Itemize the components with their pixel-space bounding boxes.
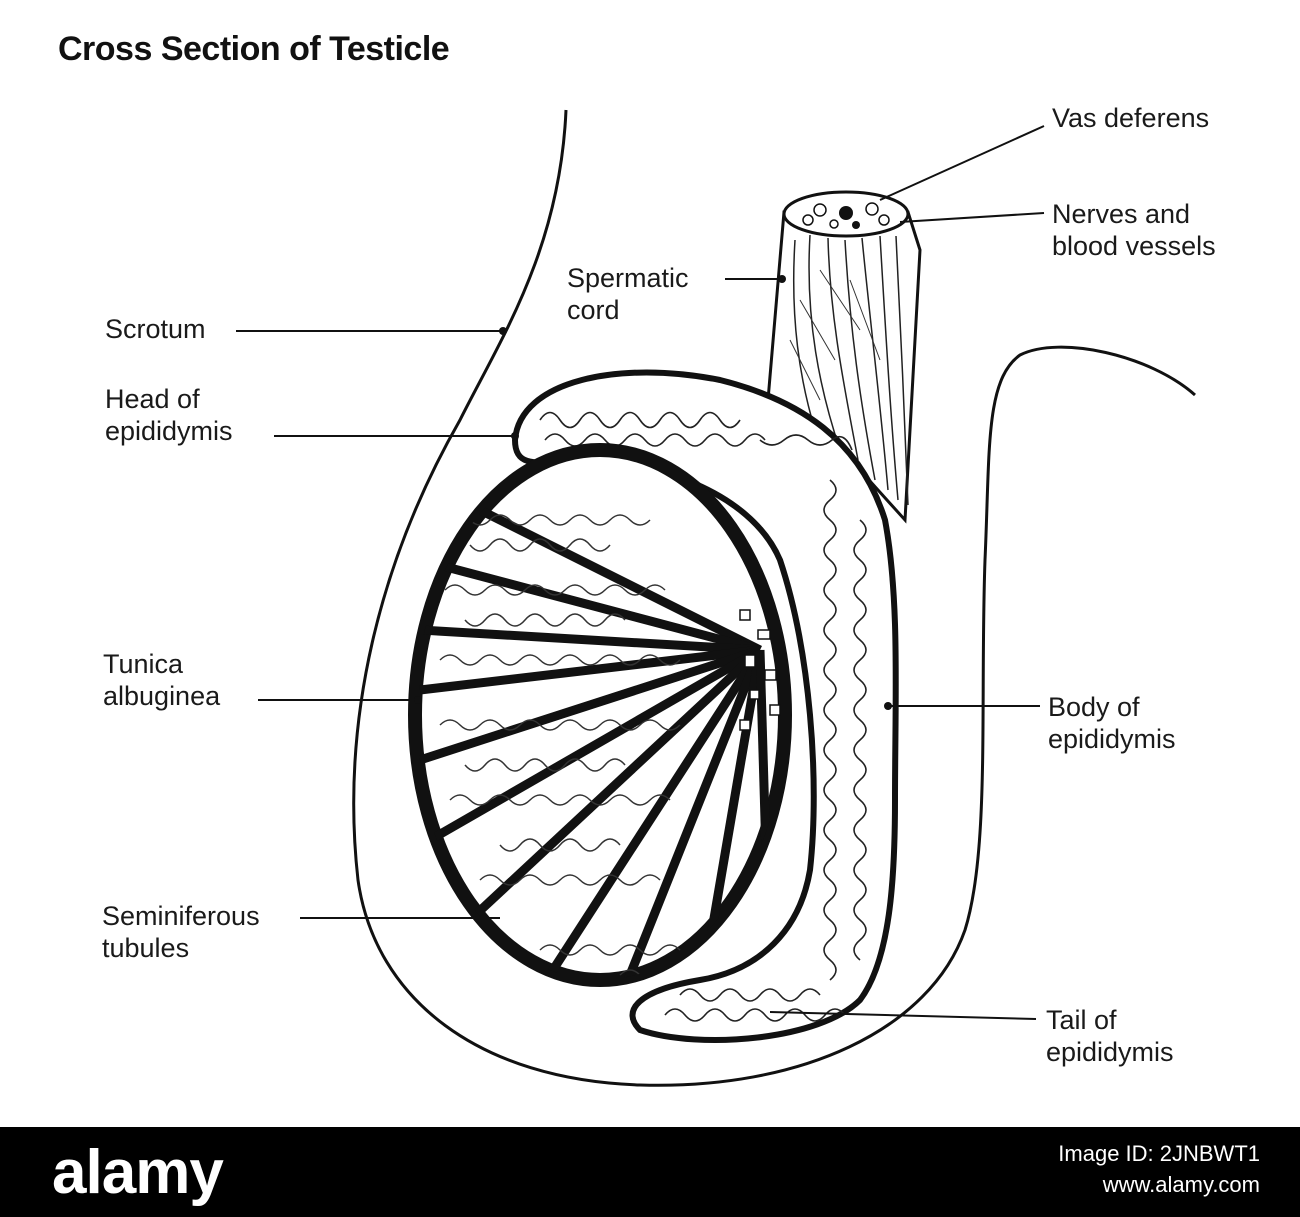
leader-tail [769, 1011, 1037, 1020]
testicle-diagram [236, 109, 1196, 1087]
epididymis [511, 369, 899, 1043]
label-seminiferous-tubules: Seminiferous tubules [102, 901, 260, 963]
epididymis-coils [539, 411, 867, 1022]
leader-lines [236, 125, 1045, 1020]
label-tail-of-epididymis: Tail of epididymis [1046, 1005, 1174, 1067]
watermark-logo: alamy [52, 1138, 224, 1207]
seminiferous-tubules [439, 514, 721, 980]
scrotum-outline [352, 109, 1196, 1087]
image-id: Image ID: 2JNBWT1 [1058, 1141, 1260, 1166]
label-nerves-blood-vessels: Nerves and blood vessels [1052, 199, 1216, 261]
watermark-credit: Image ID: 2JNBWT1 www.alamy.com [1058, 1138, 1260, 1200]
diagram-title: Cross Section of Testicle [58, 30, 450, 68]
label-spermatic-cord: Spermatic cord [567, 263, 689, 325]
label-head-of-epididymis: Head of epididymis [105, 384, 233, 446]
testis [408, 443, 792, 987]
rete-testis [739, 609, 781, 731]
label-tunica-albuginea: Tunica albuginea [103, 649, 221, 711]
label-scrotum: Scrotum [105, 314, 206, 344]
site-url: www.alamy.com [1102, 1172, 1260, 1197]
watermark-banner [0, 1127, 1300, 1217]
label-vas-deferens: Vas deferens [1052, 103, 1210, 133]
leader-vas [879, 125, 1045, 201]
label-body-of-epididymis: Body of epididymis [1048, 692, 1176, 754]
leader-nerves [899, 212, 1045, 223]
